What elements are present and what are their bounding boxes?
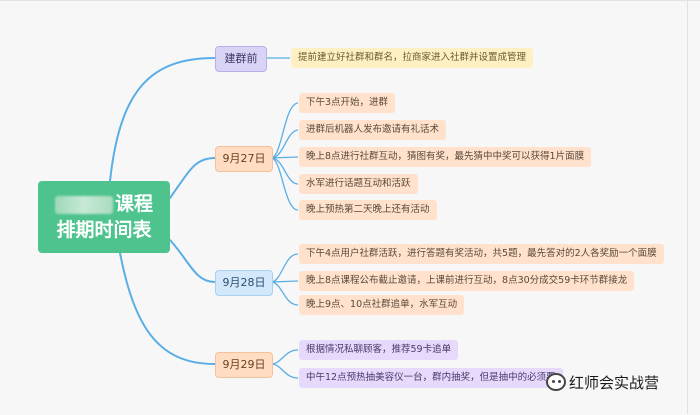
leaf-node[interactable]: 进群后机器人发布邀请有礼话术 [299,120,447,140]
link-root-branch-3 [169,239,216,283]
leaf-node[interactable]: 晚上8点课程公布截止邀请，上课前进行互动，8点30分成交59卡环节群接龙 [299,271,635,291]
leaf-node[interactable]: 中午12点预热抽美容仪一台，群内抽奖，但是抽中的必须要 [299,368,563,388]
link-b2-leaf-2 [270,129,299,159]
blurred-text [54,195,113,214]
leaf-node[interactable]: 晚上9点、10点社群追单，水军互动 [299,295,465,315]
watermark: 红师会实战营 [546,371,686,393]
leaf-node[interactable]: 晚上预热第二天晚上还有活动 [299,200,437,220]
leaf-node[interactable]: 下午3点开始，进群 [299,93,396,113]
link-b2-leaf-1 [270,102,299,159]
link-b2-leaf-4 [270,157,299,185]
branch-node-sep-29[interactable]: 9月29日 [215,352,273,378]
root-title-line-2: 排期时间表 [56,219,152,241]
watermark-text: 红师会实战营 [569,373,660,392]
leaf-node[interactable]: 提前建立好社群和群名，拉商家进入社群并设置成管理 [291,48,534,68]
leaf-node[interactable]: 水军进行话题互动和活跃 [299,174,418,194]
canvas-edge [687,0,688,414]
branch-node-pre-group[interactable]: 建群前 [215,46,267,72]
link-b3-leaf-1 [270,253,299,283]
link-b3-leaf-2 [270,280,299,283]
branch-node-sep-28[interactable]: 9月28日 [215,270,273,296]
root-title-line-1: 课程 [54,191,153,217]
leaf-node[interactable]: 晚上8点进行社群互动，猜图有奖，最先猜中中奖可以获得1片面膜 [299,147,592,167]
link-root-branch-1 [109,57,216,182]
link-b4-leaf-1 [270,349,299,365]
link-b2-leaf-3 [270,156,299,159]
link-b2-leaf-5 [270,157,299,211]
link-root-branch-2 [169,157,216,199]
root-node[interactable]: 课程 排期时间表 [38,181,170,253]
link-b4-leaf-2 [270,363,299,379]
branch-node-sep-27[interactable]: 9月27日 [215,146,273,172]
link-root-branch-4 [119,252,216,365]
wechat-icon [546,373,566,391]
link-b3-leaf-3 [270,281,299,306]
leaf-node[interactable]: 下午4点用户社群活跃，进行答题有奖活动，共5题，最先答对的2人各奖励一个面膜 [299,244,664,264]
leaf-node[interactable]: 根据情况私聊顾客，推荐59卡追单 [299,340,459,360]
